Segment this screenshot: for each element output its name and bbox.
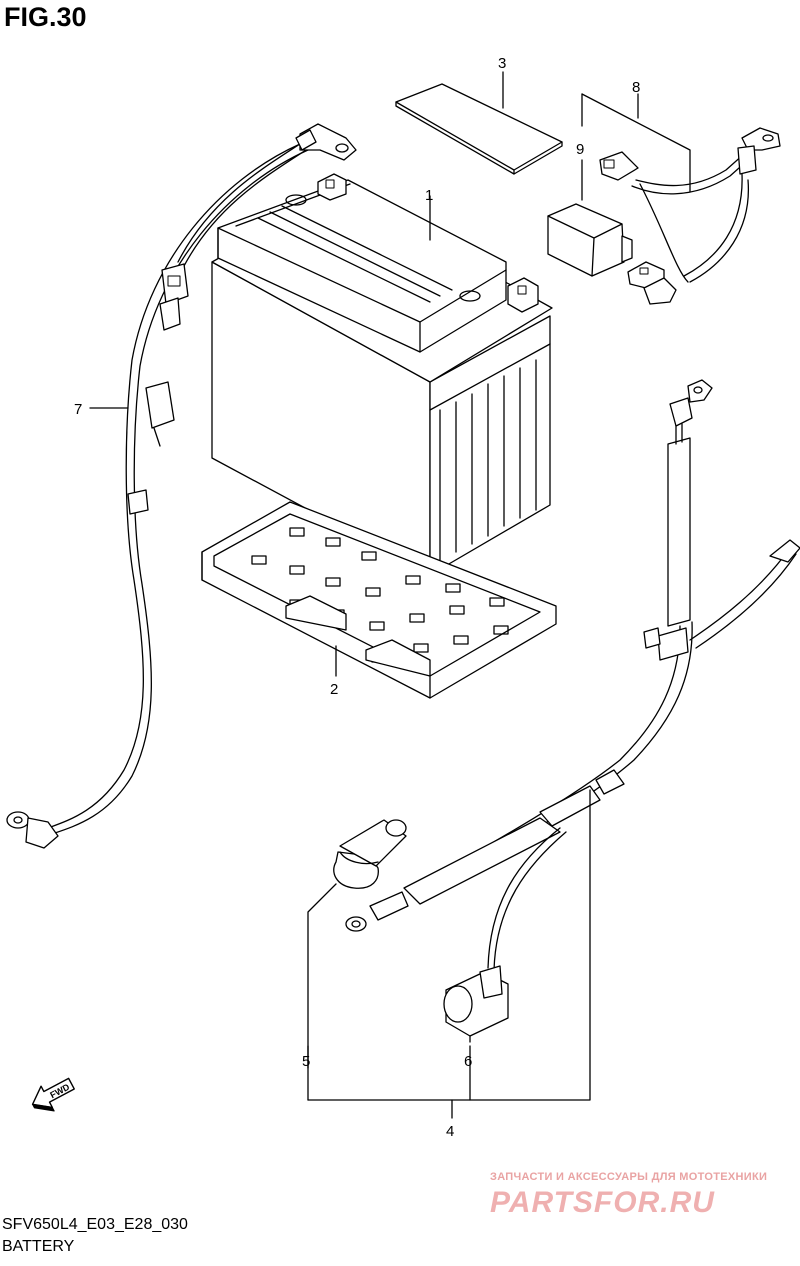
part-2-tray[interactable] bbox=[201, 501, 557, 699]
part-9-cap[interactable] bbox=[547, 203, 633, 277]
part-8-sub-harness[interactable] bbox=[599, 127, 781, 305]
figure-title: FIG.30 bbox=[4, 2, 87, 32]
watermark-tagline: ЗАПЧАСТИ И АКСЕССУАРЫ ДЛЯ МОТОТЕХНИКИ bbox=[490, 1171, 768, 1183]
callout-6: 6 bbox=[464, 1053, 472, 1070]
watermark-logo: PARTSFOR.RU bbox=[490, 1186, 715, 1219]
part-7-harness[interactable] bbox=[6, 123, 357, 849]
part-5-terminal-boot[interactable] bbox=[333, 819, 407, 889]
callout-8: 8 bbox=[632, 79, 640, 96]
diagram-code: SFV650L4_E03_E28_030 bbox=[2, 1216, 188, 1233]
callout-4: 4 bbox=[446, 1123, 454, 1140]
callout-9: 9 bbox=[576, 141, 584, 158]
callout-7: 7 bbox=[74, 401, 82, 418]
diagram-caption: BATTERY bbox=[2, 1238, 75, 1255]
callout-1: 1 bbox=[425, 187, 433, 204]
part-3-pad[interactable] bbox=[395, 83, 563, 175]
callout-2: 2 bbox=[330, 681, 338, 698]
leader-lines bbox=[89, 71, 691, 1119]
callout-3: 3 bbox=[498, 55, 506, 72]
part-6-terminal-cap[interactable] bbox=[443, 965, 509, 1037]
callout-5: 5 bbox=[302, 1053, 310, 1070]
part-4-battery-cable[interactable] bbox=[345, 379, 800, 971]
forward-direction-arrow-icon: FWD bbox=[31, 1077, 75, 1112]
part-1-battery[interactable] bbox=[211, 173, 553, 576]
